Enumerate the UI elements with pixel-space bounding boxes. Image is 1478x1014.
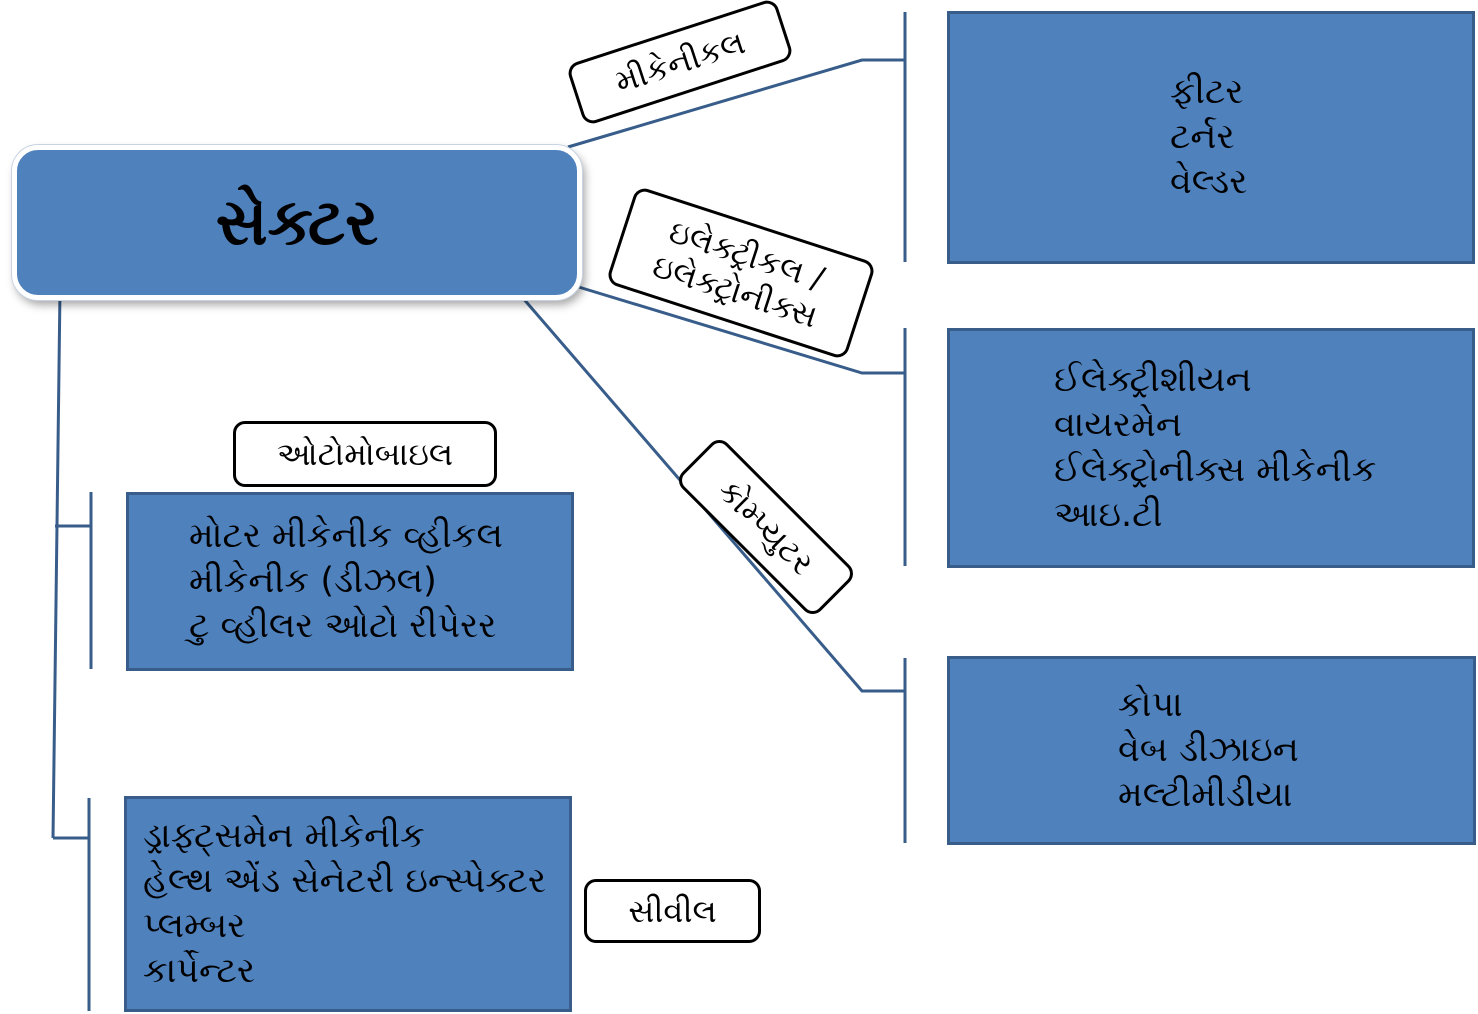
- connector-mechanical: [567, 58, 905, 149]
- trade-item: ટુ વ્હીલર ઓટો રીપેરર: [189, 606, 497, 646]
- connector-computer: [520, 296, 905, 693]
- trade-item: મલ્ટીમીડીયા: [1118, 775, 1293, 815]
- automobile-trades-box: મોટર મીકેનીક વ્હીકલ મીકેનીક (ડીઝલ) ટુ વ્…: [126, 492, 574, 671]
- trade-item: ઈલેક્ટ્રીશીયન: [1054, 360, 1252, 400]
- trade-item: મીકેનીક (ડીઝલ): [189, 561, 437, 601]
- trade-item: વેબ ડીઝાઇન: [1118, 730, 1299, 770]
- root-node-sector: સેક્ટર: [12, 145, 582, 300]
- connector-electrical: [571, 283, 905, 375]
- trade-item: ટર્નર: [1170, 117, 1235, 157]
- trade-item: મોટર મીકેનીક વ્હીકલ: [189, 516, 503, 556]
- trade-item: ફીટર: [1170, 72, 1244, 112]
- electrical-trades-box: ઈલેક્ટ્રીશીયન વાયરમેન ઈલેક્ટ્રોનીક્સ મીક…: [947, 328, 1475, 568]
- trade-item: આઇ.ટી: [1054, 495, 1163, 535]
- trade-item: વાયરમેન: [1054, 405, 1182, 445]
- root-label: સેક્ટર: [215, 185, 379, 260]
- trade-item: ઈલેક્ટ્રોનીક્સ મીકેનીક: [1054, 450, 1377, 490]
- category-label-civil: સીવીલ: [584, 879, 761, 943]
- trade-item: કોપા: [1118, 685, 1183, 725]
- mechanical-trades-box: ફીટર ટર્નર વેલ્ડર: [947, 11, 1475, 264]
- trade-item: ડ્રાફ્ટ્સમેન મીકેનીક: [143, 816, 425, 856]
- trunk-left: [51, 289, 62, 839]
- trade-item: વેલ્ડર: [1170, 162, 1248, 202]
- trade-item: હેલ્થ એંડ સેનેટરી ઇન્સ્પેક્ટર: [143, 861, 546, 901]
- civil-trades-box: ડ્રાફ્ટ્સમેન મીકેનીક હેલ્થ એંડ સેનેટરી ઇ…: [124, 796, 572, 1012]
- trade-item: પ્લમ્બર: [143, 906, 246, 946]
- trade-item: કાર્પેન્ટર: [143, 951, 256, 991]
- computer-trades-box: કોપા વેબ ડીઝાઇન મલ્ટીમીડીયા: [947, 656, 1476, 845]
- category-label-automobile: ઓટોમોબાઇલ: [233, 421, 497, 487]
